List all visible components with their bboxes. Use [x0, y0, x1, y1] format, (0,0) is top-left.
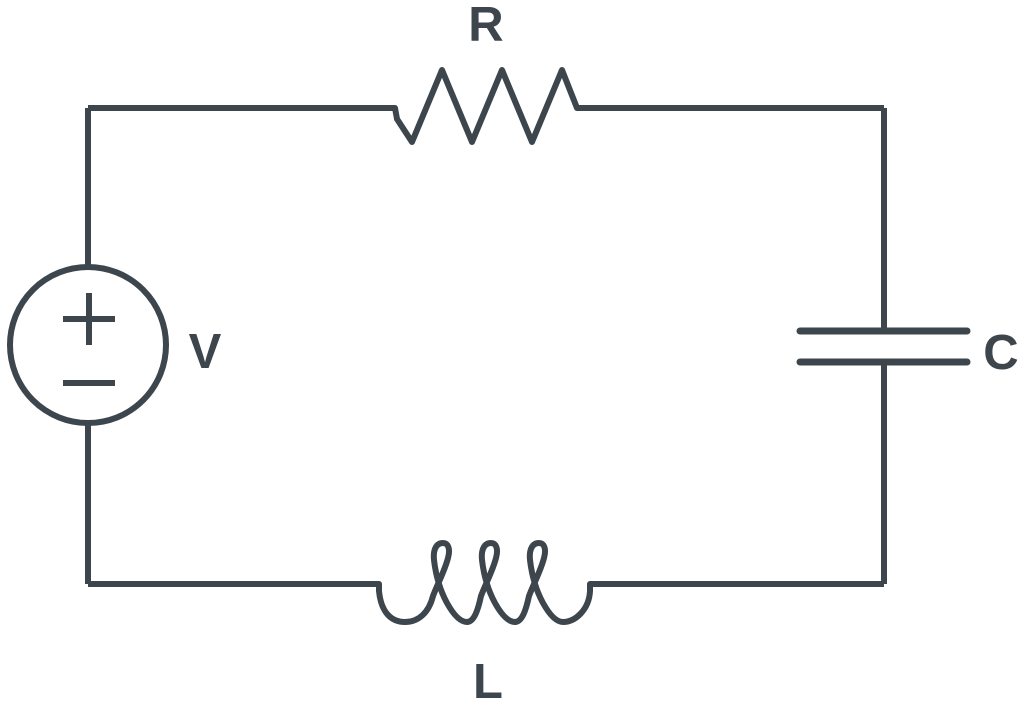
inductor-label: L: [473, 655, 503, 703]
capacitor-icon: [796, 327, 971, 366]
voltage-source-label: V: [189, 325, 222, 379]
plus-symbol: [63, 293, 115, 345]
voltage-source-icon: [7, 264, 169, 426]
resistor-label: R: [468, 0, 503, 52]
capacitor-label: C: [983, 326, 1018, 380]
resistor-icon: [392, 67, 580, 145]
circuit-strokes: [7, 67, 971, 626]
inductor-icon: [376, 539, 593, 626]
component-labels: R V C L: [189, 0, 1019, 703]
